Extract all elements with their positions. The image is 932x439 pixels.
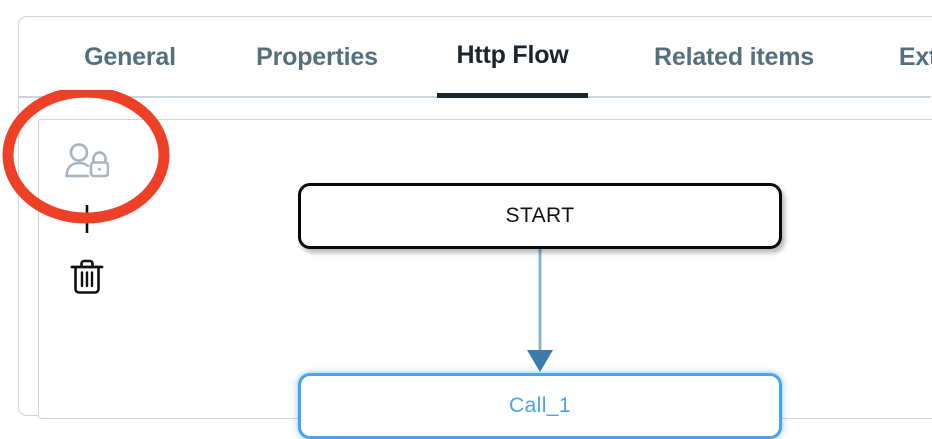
flow-node-call1-label: Call_1	[509, 394, 571, 417]
connector-arrowhead	[527, 350, 553, 372]
tab-bar: General Properties Http Flow Related ite…	[19, 17, 932, 98]
flow-connector-layer	[527, 249, 553, 372]
tab-related-items[interactable]: Related items	[654, 43, 814, 71]
tab-external[interactable]: Ext	[898, 43, 932, 71]
flow-node-start[interactable]: START	[298, 183, 782, 249]
delete-icon	[70, 259, 104, 294]
tab-http-flow[interactable]: Http Flow	[437, 17, 588, 98]
flow-node-start-label: START	[505, 204, 575, 227]
tab-general[interactable]: General	[84, 43, 176, 71]
http-flow-editor-panel	[38, 119, 932, 419]
tab-properties[interactable]: Properties	[256, 43, 378, 71]
flow-node-call1[interactable]: Call_1	[298, 373, 782, 439]
delete-node-button[interactable]	[60, 250, 114, 304]
